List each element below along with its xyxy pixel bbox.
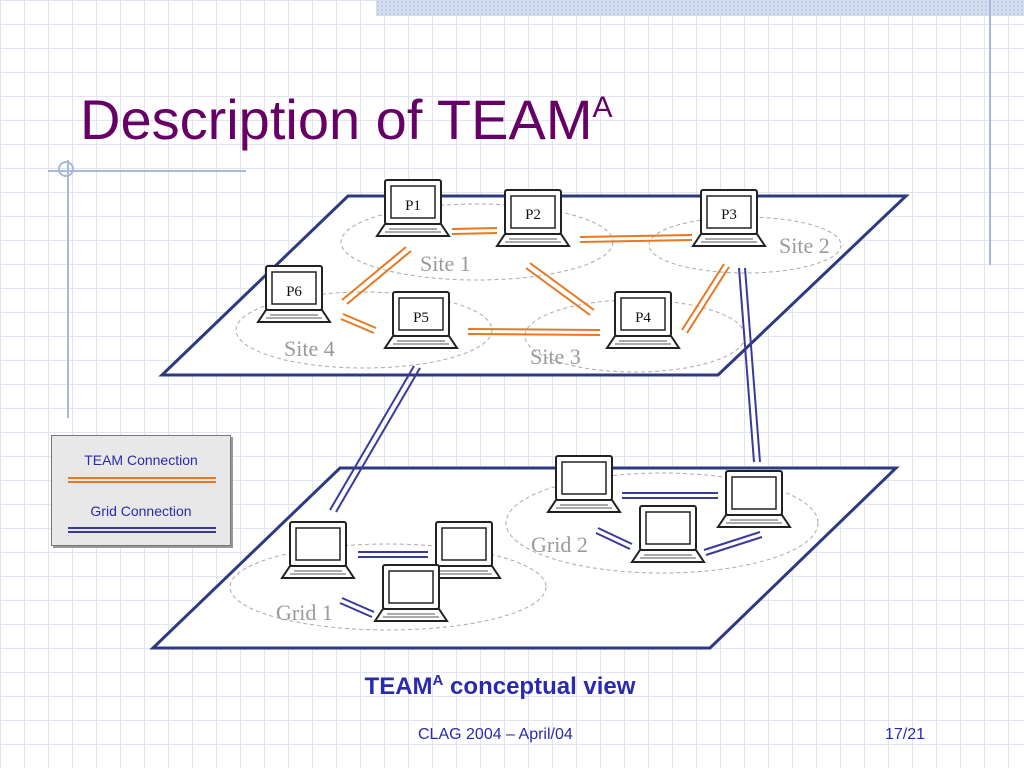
grid2-link-c — [703, 531, 763, 556]
diagram-caption: TEAMA conceptual view — [0, 672, 1000, 701]
laptop-icon — [717, 470, 791, 528]
site-label-3: Site 3 — [530, 344, 581, 369]
footer-conference: CLAG 2004 – April/04 — [418, 726, 573, 743]
team-connection-p2-p3 — [579, 234, 693, 243]
legend-team-connection-label: TEAM Connection — [84, 452, 198, 468]
grid2-link-a — [622, 492, 718, 499]
footer-page-number: 17/21 — [885, 726, 926, 743]
grid-connection-p5-grid1 — [329, 365, 421, 513]
team-connection-p3-p4 — [681, 263, 730, 334]
title-decoration-circle — [58, 161, 74, 177]
site-label-1: Site 1 — [420, 251, 471, 276]
site-label-4: Site 4 — [284, 336, 335, 361]
connection-legend: TEAM Connection Grid Connection — [51, 435, 231, 546]
slide-title: Description of TEAMA — [80, 80, 613, 160]
top-decoration-band — [376, 0, 1024, 16]
legend-team-connection-line — [68, 477, 216, 483]
team-connection-p2-p4 — [525, 262, 595, 316]
site-label-2: Site 2 — [779, 233, 830, 258]
grid-label-1: Grid 1 — [276, 600, 333, 625]
left-decoration-rule — [67, 160, 69, 418]
computer-label-p6: P6 — [286, 284, 302, 300]
laptop-icon — [374, 564, 448, 622]
team-connection-p1-p2 — [451, 227, 498, 235]
computer-label-p4: P4 — [635, 310, 651, 326]
right-decoration-rule — [989, 0, 991, 265]
team-connection-p5-p4 — [467, 328, 601, 336]
team-connection-p6-p5 — [340, 313, 377, 334]
computer-label-p3: P3 — [721, 207, 737, 223]
caption-main: TEAM — [364, 673, 433, 700]
computer-label-p1: P1 — [405, 198, 421, 214]
grid-plane — [149, 466, 900, 650]
grid2-link-b — [595, 527, 633, 550]
legend-grid-connection-line — [68, 527, 216, 533]
grid1-ellipse — [229, 543, 547, 631]
grid-connection-p3-grid2 — [738, 267, 761, 463]
caption-rest: conceptual view — [443, 673, 636, 700]
grid1-link-a — [358, 551, 428, 558]
grid1-link-b — [339, 597, 375, 618]
site2-ellipse — [648, 216, 842, 274]
caption-superscript: A — [432, 672, 444, 689]
computer-label-p2: P2 — [525, 207, 541, 223]
laptop-icon — [281, 521, 355, 579]
grid2-ellipse — [505, 472, 819, 574]
legend-grid-connection-label: Grid Connection — [90, 503, 192, 519]
computer-label-p5: P5 — [413, 310, 429, 326]
slide-title-superscript: A — [592, 91, 613, 124]
slide-title-text: Description of TEAM — [80, 88, 593, 151]
team-connection-p1-p6 — [341, 246, 412, 305]
laptop-icon — [547, 455, 621, 513]
laptop-icon — [631, 505, 705, 563]
grid-label-2: Grid 2 — [531, 532, 588, 557]
title-underline-rule — [48, 170, 246, 172]
